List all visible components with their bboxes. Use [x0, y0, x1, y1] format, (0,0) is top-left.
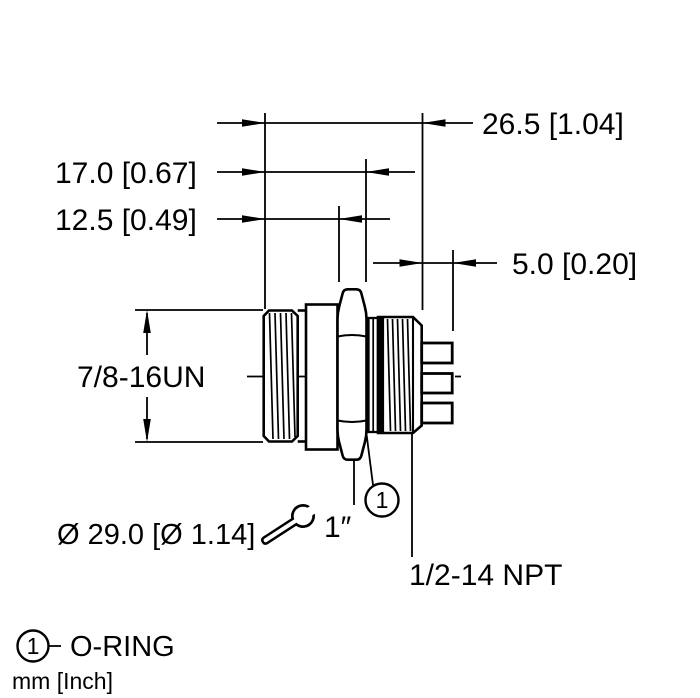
balloon-leader-line — [365, 429, 374, 486]
solder-pins — [420, 341, 454, 425]
legend-o-ring-label: O-RING — [70, 631, 175, 663]
front-thread-section — [262, 309, 299, 443]
connector-body — [262, 288, 454, 461]
balloon-1-number: 1 — [376, 487, 389, 513]
balloon-1: 1 — [364, 482, 400, 518]
flange-diameter-label: Ø 29.0 [Ø 1.14] — [57, 519, 255, 551]
o-ring-washer — [367, 316, 380, 434]
dimension-26-5 — [217, 119, 473, 127]
dim-front-label: 12.5 [0.49] — [55, 204, 197, 237]
rear-thread-label: 1/2-14 NPT — [409, 559, 562, 592]
dimension-12-5 — [217, 215, 390, 223]
dimension-thread-height — [135, 309, 263, 443]
wrench-size-label: 1″ — [324, 511, 352, 544]
hex-nut — [336, 288, 368, 461]
wrench-icon — [260, 502, 321, 545]
legend-balloon-1-number: 1 — [27, 633, 40, 659]
rear-thread-section — [376, 315, 423, 435]
dim-body-label: 17.0 [0.67] — [55, 157, 197, 190]
collar-section — [297, 303, 339, 451]
front-thread-label: 7/8-16UN — [77, 361, 205, 394]
dim-pins-label: 5.0 [0.20] — [512, 248, 637, 281]
units-note: mm [Inch] — [12, 668, 113, 694]
dimension-17-0 — [217, 168, 415, 176]
legend-balloon-1 — [16, 629, 50, 663]
legend: 1 O-RING mm [Inch] — [12, 629, 175, 694]
dimension-5-0 — [373, 259, 497, 267]
dim-overall-label: 26.5 [1.04] — [482, 108, 624, 141]
